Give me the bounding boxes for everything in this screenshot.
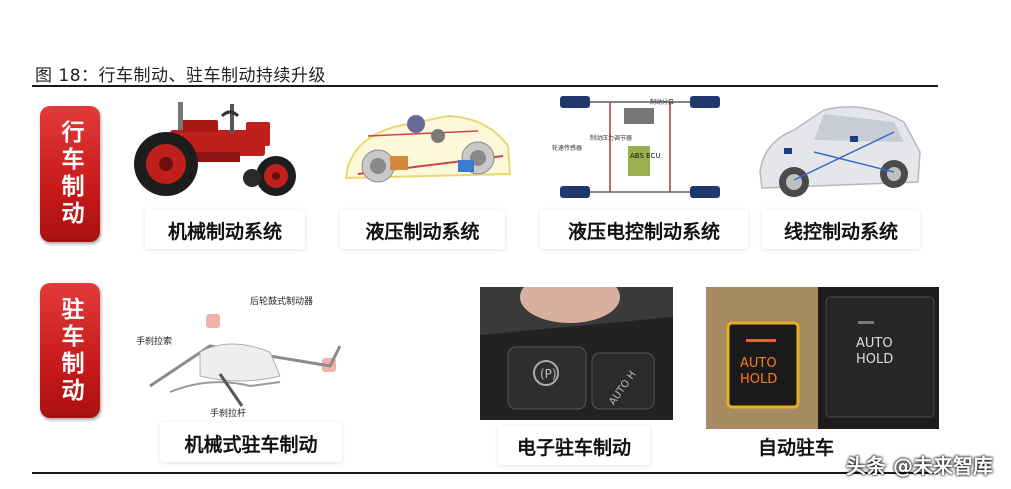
hydraulic-brake-car-diagram — [328, 96, 518, 204]
figure-title: 图 18：行车制动、驻车制动持续升级 — [35, 66, 327, 86]
abs-ecu-text: ABS ECU — [630, 152, 661, 160]
rear-drum-brake-text: 后轮鼓式制动器 — [250, 295, 313, 307]
service-braking-badge: 行车制动 — [40, 106, 100, 242]
parking-braking-badge-text: 驻车制动 — [57, 296, 83, 405]
auto-hold-unlit-auto: AUTO — [856, 336, 893, 351]
mechanical-brake-label: 机械制动系统 — [167, 221, 282, 243]
tractor-illustration — [130, 92, 305, 204]
epb-label: 电子驻车制动 — [516, 437, 631, 459]
handbrake-lever-text: 手刹拉杆 — [210, 407, 246, 419]
epb-label-box — [498, 425, 650, 465]
brake-by-wire-label: 线控制动系统 — [783, 221, 898, 243]
epb-p-symbol: (P) — [540, 367, 557, 381]
auto-hold-lit-auto: AUTO — [740, 356, 777, 371]
hydraulic-brake-label-box — [340, 209, 505, 249]
abs-sensor-text: 轮速传感器 — [552, 144, 582, 152]
brake-by-wire-label-box — [762, 209, 920, 249]
mechanical-parking-label: 机械式驻车制动 — [184, 434, 318, 456]
auto-hold-unlit-hold: HOLD — [856, 352, 893, 367]
abs-brake-label: 液压电控制动系统 — [567, 221, 720, 243]
epb-button-photo: (P) AUTO H — [480, 287, 673, 420]
abs-regulator-text: 制动压力调节器 — [590, 134, 632, 142]
hydraulic-brake-label: 液压制动系统 — [365, 221, 480, 243]
brake-by-wire-car-diagram — [754, 92, 924, 204]
auto-hold-button-photo: AUTO HOLD AUTO HOLD — [706, 287, 939, 429]
handbrake-cable-text: 手刹拉索 — [136, 335, 172, 347]
abs-ecu-chassis-diagram: ABS ECU 制动分泵 轮速传感器 制动压力调节器 — [550, 94, 730, 204]
mechanical-parking-label-box — [160, 422, 342, 462]
mechanical-handbrake-diagram: 后轮鼓式制动器 手刹拉索 手刹拉杆 — [130, 286, 360, 421]
top-rule — [32, 85, 938, 87]
auto-hold-label: 自动驻车 — [757, 437, 834, 459]
mechanical-brake-label-box — [145, 209, 305, 249]
watermark-text: 头条 @未来智库 — [846, 454, 993, 478]
abs-pump-text: 制动分泵 — [650, 98, 674, 106]
abs-brake-label-box — [540, 209, 748, 249]
auto-hold-lit-hold: HOLD — [740, 372, 777, 387]
parking-braking-badge: 驻车制动 — [40, 283, 100, 418]
service-braking-badge-text: 行车制动 — [57, 120, 83, 228]
bottom-rule — [32, 472, 938, 474]
